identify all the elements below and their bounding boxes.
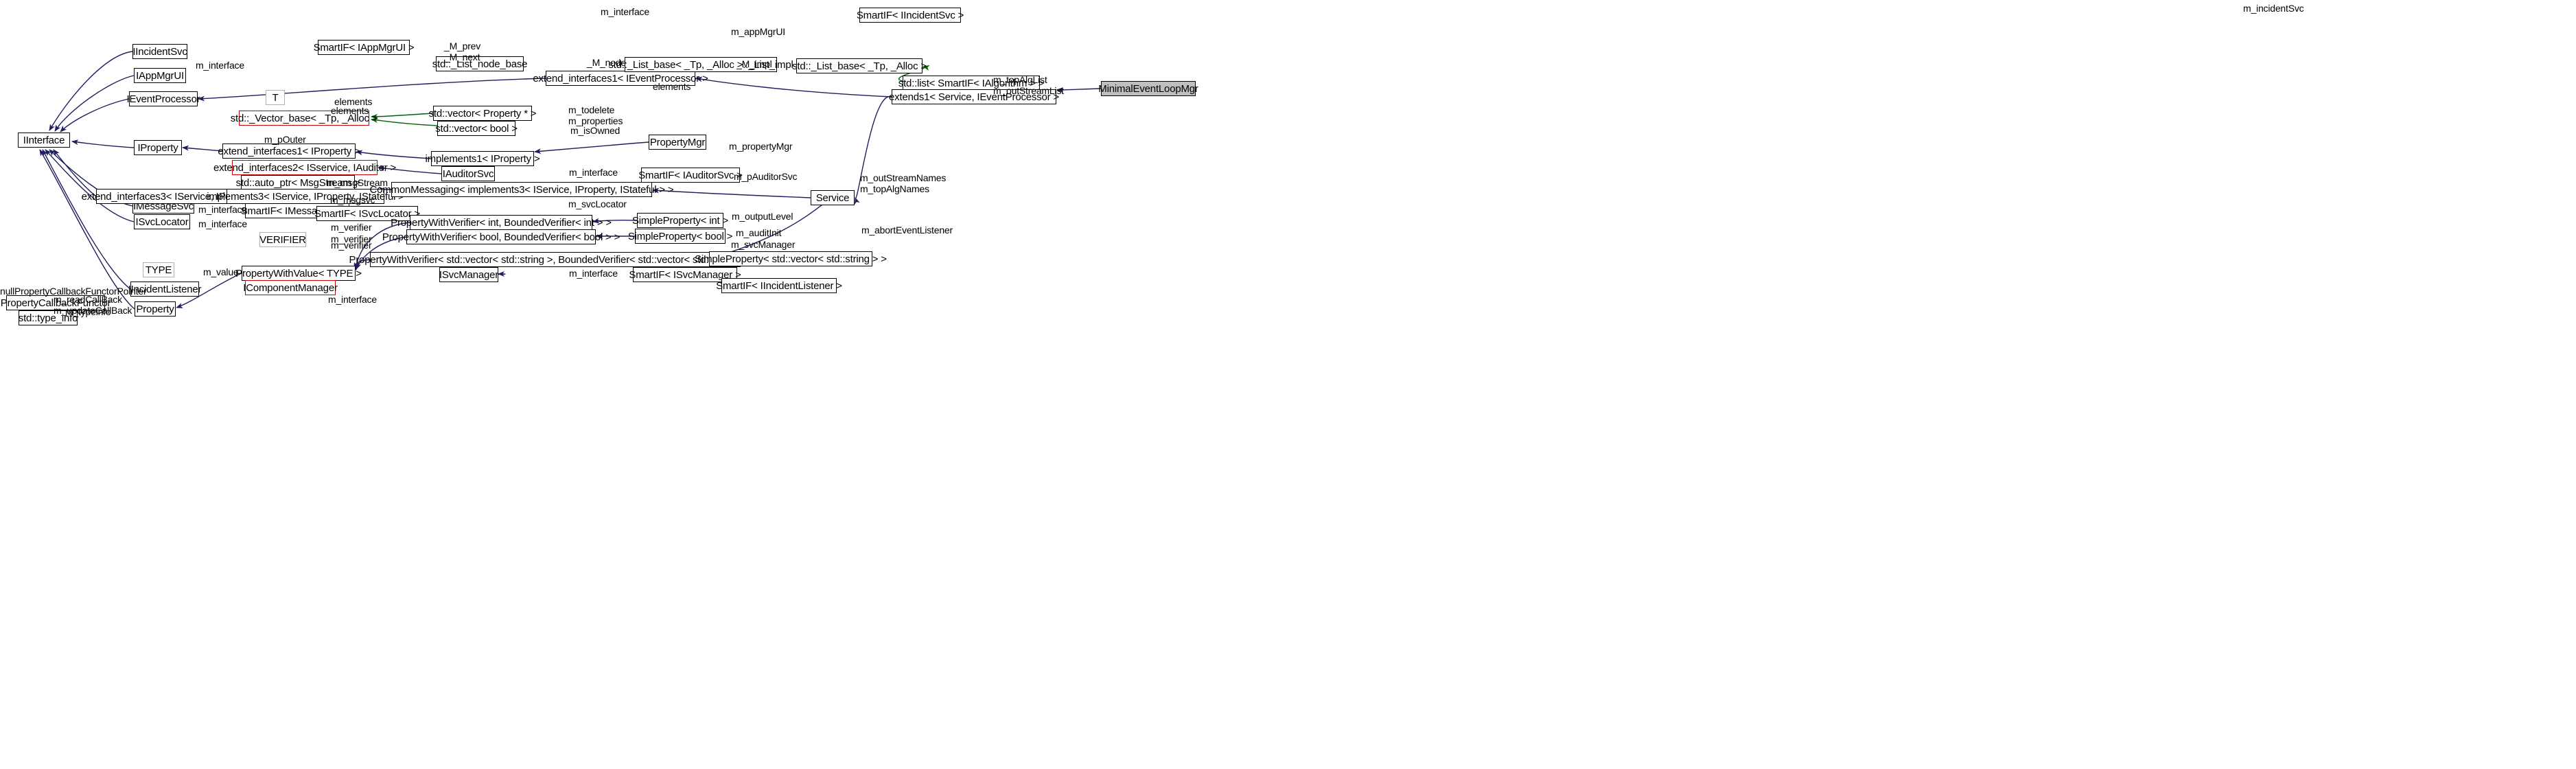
class-node-smartif_isvclocator[interactable]: SmartIF< ISvcLocator > xyxy=(314,206,420,221)
class-node-vectorbase[interactable]: std::_Vector_base< _Tp, _Alloc > xyxy=(231,111,378,126)
edge-label-m_typeinfo: m_typeinfo xyxy=(65,306,111,317)
class-node-iinterface[interactable]: IInterface xyxy=(18,133,70,148)
class-node-isvclocator[interactable]: ISvcLocator xyxy=(134,214,190,229)
class-node-pwv_int[interactable]: PropertyWithVerifier< int, BoundedVerifi… xyxy=(391,215,612,230)
edge-label-elements_3: elements xyxy=(653,81,691,92)
class-node-pwv_vecstring[interactable]: PropertyWithVerifier< std::vector< std::… xyxy=(349,252,762,267)
class-node-type[interactable]: TYPE xyxy=(143,262,174,277)
edge-label-m_outstreamnames: m_outStreamNames m_topAlgNames xyxy=(860,172,947,195)
class-node-vector_property[interactable]: std::vector< Property * > xyxy=(429,106,537,121)
edge-label-m_interface_1: m_interface xyxy=(601,6,649,17)
edge-label-m_appmgrui: m_appMgrUI xyxy=(731,26,785,37)
class-node-implements1_iprop[interactable]: implements1< IProperty > xyxy=(426,151,540,166)
edge-label-m_prev_next: _M_prev _M_next xyxy=(444,41,481,63)
class-node-service[interactable]: Service xyxy=(811,190,855,205)
class-node-smartif_iincidentlistener[interactable]: SmartIF< IIncidentListener > xyxy=(716,278,842,293)
edge-label-m_incidentsvc: m_incidentSvc xyxy=(2243,3,2304,14)
class-node-listbase_listimpl[interactable]: std::_List_base< _Tp, _Alloc >::_List_im… xyxy=(608,57,793,72)
edge-label-m_propertymgr: m_propertyMgr xyxy=(729,141,793,152)
class-node-simpleprop_int[interactable]: SimpleProperty< int > xyxy=(632,213,728,228)
edge-label-m_msgsvc: m_msgsvc xyxy=(330,194,375,205)
class-node-extif1_ieventproc[interactable]: extend_interfaces1< IEventProcessor > xyxy=(533,71,708,86)
edge-label-m_interface_2: m_interface xyxy=(196,60,244,71)
edge-label-m_topalglist: m_topAlgList m_outStreamList xyxy=(993,74,1064,97)
edge-label-m_pauditorsvc: m_pAuditorSvc xyxy=(734,171,798,182)
edge-label-m_svcmanager: m_svcManager xyxy=(731,239,796,250)
class-node-iauditorsvc[interactable]: IAuditorSvc xyxy=(441,166,495,181)
class-node-icomponentmanager[interactable]: IComponentManager xyxy=(243,280,338,295)
edge-label-m_impl: _M_impl xyxy=(736,58,772,69)
edge-label-m_interface_5: m_interface xyxy=(198,218,247,229)
edge-label-m_verifier_2: m_verifier xyxy=(331,233,372,244)
edge-label-elements_1: elements xyxy=(334,96,373,107)
edge-label-m_svclocator: m_svcLocator xyxy=(568,198,627,209)
class-node-iappmgrui[interactable]: IAppMgrUI xyxy=(134,68,186,83)
edge-label-m_aborteventlistener: m_abortEventListener xyxy=(861,225,953,236)
edge-label-m_verifier_1: m_verifier xyxy=(331,222,372,233)
edge-label-m_readcallback: m_readCallBack m_updateCallBack xyxy=(54,294,132,317)
class-node-propertymgr[interactable]: PropertyMgr xyxy=(649,135,706,150)
class-node-stdlistnodebase[interactable]: std::_List_node_base xyxy=(432,56,528,71)
class-node-propwithvalue_type[interactable]: PropertyWithValue< TYPE > xyxy=(235,266,362,281)
edge-label-m_isowned: m_isOwned xyxy=(570,125,620,136)
class-node-vector_bool[interactable]: std::vector< bool > xyxy=(435,121,518,136)
edge-label-m_verifier_3: m_verifier xyxy=(331,240,372,251)
class-node-extends1[interactable]: extends1< Service, IEventProcessor > xyxy=(889,89,1059,104)
edge-label-m_todelete: m_todelete m_properties xyxy=(568,104,623,127)
edge-label-m_outputlevel: m_outputLevel xyxy=(732,211,793,222)
edge-label-m_node: _M_node xyxy=(587,57,626,68)
edge-label-m_auditinit: m_auditInit xyxy=(736,227,782,238)
edge-label-m_interface_4: m_interface xyxy=(198,204,247,215)
class-node-listbase[interactable]: std::_List_base< _Tp, _Alloc > xyxy=(792,58,927,73)
class-node-implements3[interactable]: implements3< IService, IProperty, IState… xyxy=(207,189,404,204)
edge-label-nullptr: nullPropertyCallbackFunctorPointer xyxy=(0,286,147,297)
class-node-iincidentlistener[interactable]: IIncidentListener xyxy=(128,282,202,297)
edge-label-m_value: m_value xyxy=(203,266,239,277)
class-node-extif2_isvc_iauditor[interactable]: extend_interfaces2< ISservice, IAuditor … xyxy=(213,160,396,175)
edge-label-m_msgstream: m_msgStream xyxy=(327,177,388,188)
class-node-propertycbfunctor[interactable]: PropertyCallbackFunctor xyxy=(1,295,111,310)
class-node-isvcmanager[interactable]: ISvcManager xyxy=(439,267,498,282)
class-node-extif1_iproperty[interactable]: extend_interfaces1< IProperty > xyxy=(218,144,360,159)
class-node-t[interactable]: T xyxy=(266,90,285,105)
edge-label-m_interface_6: m_interface xyxy=(569,268,618,279)
edge-label-m_pouter: m_pOuter xyxy=(264,134,306,145)
class-node-iincidentsvc[interactable]: IIncidentSvc xyxy=(132,44,187,59)
edge-label-m_interface_3: m_interface xyxy=(569,167,618,178)
class-node-pwv_bool[interactable]: PropertyWithVerifier< bool, BoundedVerif… xyxy=(382,229,620,244)
class-node-ieventprocessor[interactable]: IEventProcessor xyxy=(126,91,200,106)
class-node-smartif_isvcmanager[interactable]: SmartIF< ISvcManager > xyxy=(629,267,741,282)
class-node-smartif_iincidentsvc[interactable]: SmartIF< IIncidentSvc > xyxy=(857,8,964,23)
class-node-minimaleventloopmgr[interactable]: MinimalEventLoopMgr xyxy=(1098,81,1198,96)
edge-label-elements_2: elements xyxy=(331,105,369,116)
class-node-verifier[interactable]: VERIFIER xyxy=(259,232,306,247)
edge-label-m_interface_7: m_interface xyxy=(328,294,377,305)
class-node-property[interactable]: Property xyxy=(135,301,176,317)
class-node-simpleprop_bool[interactable]: SimpleProperty< bool > xyxy=(628,229,732,244)
class-node-iproperty[interactable]: IProperty xyxy=(134,140,182,155)
class-node-simpleprop_vecstr[interactable]: SimpleProperty< std::vector< std::string… xyxy=(695,251,887,266)
class-node-smartif_iappmgrui[interactable]: SmartIF< IAppMgrUI > xyxy=(314,40,415,55)
class-node-stdtypeinfo[interactable]: std::type_info xyxy=(19,310,78,325)
class-node-smartif_iauditorsvc[interactable]: SmartIF< IAuditorSvc > xyxy=(638,168,743,183)
class-node-commonmessaging[interactable]: CommonMessaging< implements3< IService, … xyxy=(370,182,674,197)
